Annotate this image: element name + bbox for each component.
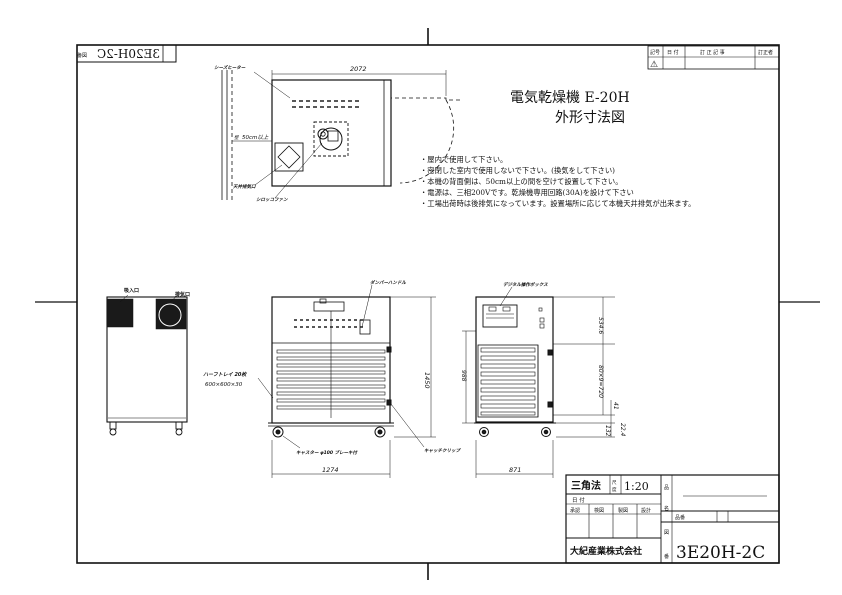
right-dim-tray: 80×9=720 — [597, 365, 604, 398]
rev-header-date: 日 付 — [667, 49, 679, 56]
clearance-label: 50cm以上 — [242, 134, 269, 141]
tray-size: 600×600×30 — [205, 382, 243, 388]
scale-caption-1: 尺 — [612, 480, 617, 486]
side-view — [106, 294, 188, 436]
projection-label: 三角法 — [571, 479, 601, 492]
front-view — [257, 284, 436, 478]
name-label: 名 — [664, 505, 669, 512]
rev-header-person: 訂正者 — [758, 49, 773, 56]
right-dim-224: 22.4 — [619, 423, 626, 437]
roof-exhaust-label: 天井排気口 — [233, 184, 256, 190]
drawing-number: 3E20H-2C — [676, 543, 765, 563]
notes-block: ・屋内で使用して下さい。 ・密閉した室内で使用しないで下さい。(換気をして下さい… — [420, 155, 695, 208]
front-height-dim: 1450 — [423, 372, 431, 389]
design-label: 設計 — [641, 507, 651, 514]
right-dim-132: 132 — [604, 425, 611, 437]
drawing-title: 電気乾燥機 E-20H — [510, 90, 630, 106]
scale-caption-2: 度 — [612, 486, 617, 493]
right-view — [462, 286, 615, 478]
number-label: 番 — [664, 553, 669, 560]
right-dim-534: 534.6 — [597, 317, 604, 334]
rev-header-note: 訂 正 記 事 — [700, 49, 725, 56]
revision-mark-icon: ⚠ — [650, 60, 658, 70]
right-width-dim: 871 — [509, 466, 521, 474]
revision-table: 記号 日 付 訂 正 記 事 訂正者 ⚠ — [647, 45, 780, 70]
draft-label: 製図 — [618, 507, 628, 514]
check-label: 検図 — [594, 507, 604, 514]
drawing-subtitle: 外形寸法図 — [555, 110, 625, 126]
code-label: 品番 — [675, 514, 685, 521]
control-box-label: デジタル操作ボックス — [503, 282, 548, 288]
fan-label: シロッコファン — [256, 197, 288, 203]
note-item: ・工場出荷時は後排気になっています。設置場所に応じて本機天井排気が出来ます。 — [420, 199, 695, 208]
right-dim-988: 988 — [460, 370, 467, 382]
date-label: 日 付 — [572, 496, 585, 504]
note-item: ・密閉した室内で使用しないで下さい。(換気をして下さい) — [420, 166, 615, 175]
top-view — [221, 70, 460, 200]
front-width-dim: 1274 — [322, 466, 339, 474]
top-width-dim: 2072 — [350, 65, 367, 73]
tray-label: ハーフトレイ 20枚 — [203, 371, 247, 378]
drawing-label: 図 — [664, 530, 669, 536]
clip-label: キャッチクリップ — [424, 448, 461, 454]
right-dim-41: 41 — [612, 402, 619, 410]
company-name: 大紀産業株式会社 — [570, 545, 642, 557]
item-label: 品 — [664, 485, 669, 491]
note-item: ・電源は、三相200Vです。乾燥機専用回路(30A)を設けて下さい — [420, 188, 634, 197]
approval-label: 承認 — [570, 507, 580, 514]
intake-label: 吸入口 — [124, 287, 139, 294]
exhaust-label: 排気口 — [175, 291, 190, 298]
heater-label: シーズヒーター — [214, 65, 246, 71]
damper-label: ダンパーハンドル — [370, 280, 406, 286]
title-block — [565, 474, 780, 564]
scale-value: 1:20 — [624, 480, 649, 493]
mirror-tag-label: 図番 — [77, 52, 87, 59]
mirror-tag: 3E20H-2C 図番 — [76, 44, 177, 63]
rev-header-mark: 記号 — [650, 49, 660, 56]
clearance-prefix: 壁 — [234, 135, 240, 141]
mirror-tag-number: 3E20H-2C — [97, 47, 160, 61]
note-item: ・屋内で使用して下さい。 — [420, 155, 507, 164]
caster-label: キャスター φ100 ブレーキ付 — [296, 450, 359, 456]
note-item: ・本機の背面側は、50cm以上の間を空けて設置して下さい。 — [420, 177, 623, 186]
